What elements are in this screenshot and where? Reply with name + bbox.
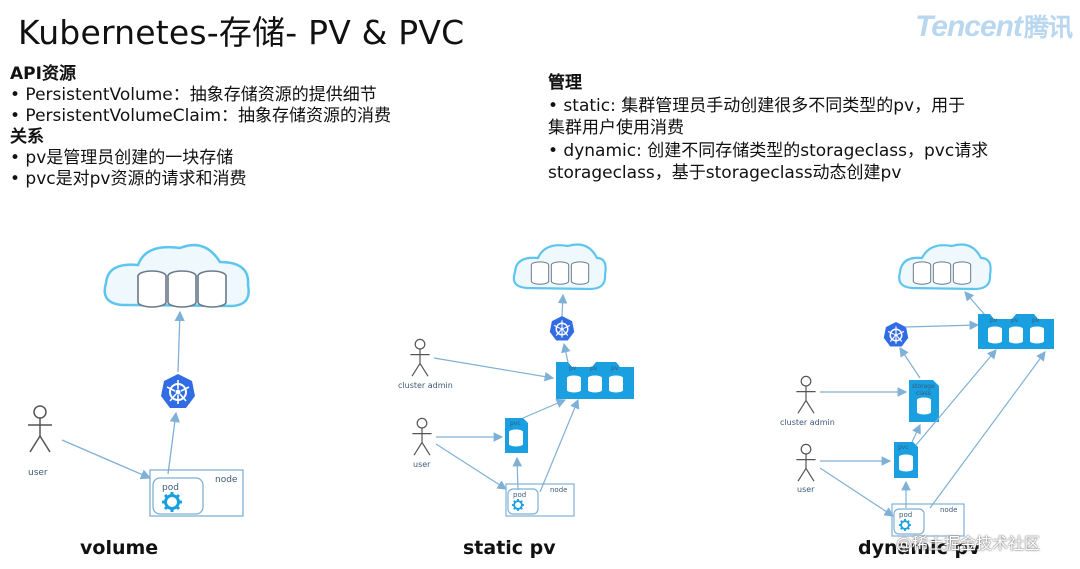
node-box [505,483,575,517]
pod-label: pod [899,511,912,519]
user-icon [795,443,817,482]
diagram-volume: user node pod [27,243,250,517]
pod-box [152,477,204,515]
pod-box [893,508,925,535]
user-icon [27,405,53,453]
user-label: user [797,485,815,494]
pvc-label: pvc [510,420,521,427]
watermark: @稀土掘金技术社区 [896,534,1041,553]
pv-group-icon [556,362,634,399]
api-heading: API资源 [10,64,76,84]
kubernetes-icon [549,315,575,342]
pv-label: pv [569,365,577,372]
api-item: • PersistentVolume：抽象存储资源的提供细节 [10,85,377,105]
gear-icon [511,498,525,512]
dynamic-pv-label: dynamic pv [858,537,981,559]
pv-label: pv [590,365,598,372]
cluster-admin-icon [409,338,431,377]
storage-cylinders-icon [912,261,972,285]
pod-label: pod [513,491,526,499]
cluster-admin-icon [795,375,817,414]
storage-cylinders-icon [137,270,227,308]
pvc-label: pvc [898,444,909,451]
gear-icon [160,490,184,514]
user-label: user [413,460,431,469]
kubernetes-icon [883,321,909,348]
relation-heading: 关系 [10,127,44,147]
relation-item: • pvc是对pv资源的请求和消费 [10,169,247,189]
pv-label: pv [1032,317,1040,324]
storage-class-label: class [916,390,931,397]
cluster-admin-label: cluster admin [780,418,835,427]
left-text-block: API资源 • PersistentVolume：抽象存储资源的提供细节 • P… [10,64,391,190]
storage-class-icon [909,380,939,422]
node-label: node [940,506,957,514]
cluster-admin-label: cluster admin [398,381,453,390]
relation-item: • pv是管理员创建的一块存储 [10,148,234,168]
pv-label: pv [611,365,619,372]
management-line: storageclass，基于storageclass动态创建pv [548,163,902,183]
volume-label: volume [80,537,159,559]
diagram-dynamic-pv: pv pv pv storage class cluster admin use… [780,243,1054,537]
node-box [891,503,965,537]
pv-label: pv [1011,317,1019,324]
diagram-static-pv: pv pv pv cluster admin user pvc node pod [398,243,634,517]
pvc-icon [505,418,528,453]
page-title: Kubernetes-存储- PV & PVC [18,13,465,52]
management-line: 集群用户使用消费 [548,118,684,138]
pv-group-icon [978,314,1054,349]
right-text-block: 管理 • static: 集群管理员手动创建很多不同类型的pv，用于 集群用户使… [548,72,1078,185]
tencent-logo: Tencent腾讯 [915,10,1073,43]
pod-label: pod [162,483,179,493]
pvc-icon [894,442,918,478]
storage-cylinders-icon [530,261,590,285]
management-line: • dynamic: 创建不同存储类型的storageclass，pvc请求 [548,140,989,161]
node-box [149,469,244,517]
user-icon [411,417,433,456]
management-line: • static: 集群管理员手动创建很多不同类型的pv，用于 [548,95,966,116]
user-label: user [28,468,48,478]
static-pv-label: static pv [463,537,556,559]
pv-label: pv [990,317,998,324]
management-heading: 管理 [548,73,582,93]
storage-class-label: storage [912,383,935,390]
kubernetes-icon [160,373,196,409]
node-label: node [215,475,238,485]
node-label: node [550,486,567,494]
pod-box [507,488,539,515]
api-item: • PersistentVolumeClaim：抽象存储资源的消费 [10,106,392,126]
